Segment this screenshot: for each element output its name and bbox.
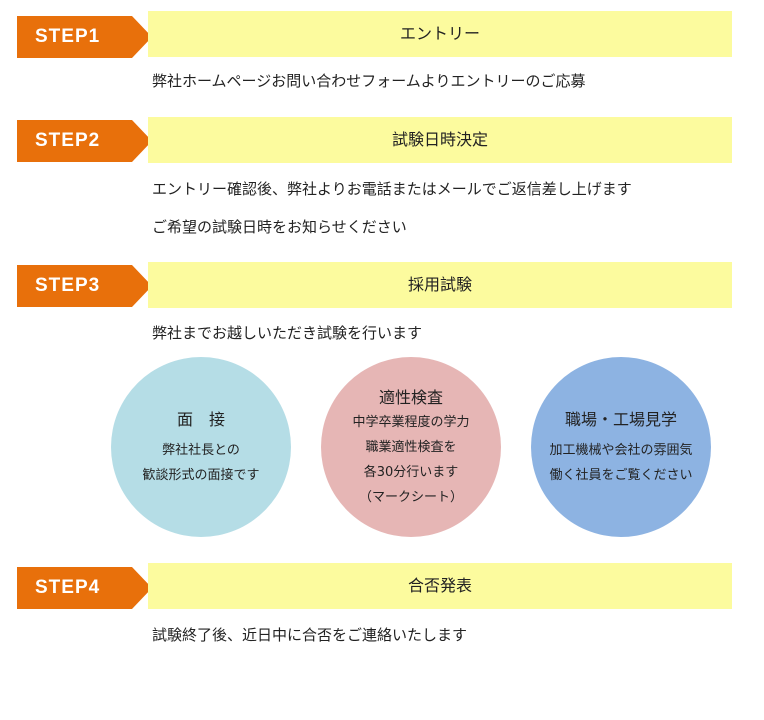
step2-description-line1: エントリー確認後、弊社よりお電話またはメールでご返信差し上げます — [152, 180, 632, 198]
workplace-tour-line: 加工機械や会社の雰囲気 — [549, 443, 693, 458]
step2-badge: STEP2 — [17, 120, 152, 162]
aptitude-test-line: （マークシート） — [358, 490, 463, 505]
step4-title: 合否発表 — [148, 563, 732, 609]
aptitude-test-title: 適性検査 — [378, 388, 443, 407]
step4-badge: STEP4 — [17, 567, 152, 609]
aptitude-test-line: 中学卒業程度の学力 — [352, 415, 470, 430]
step3-badge: STEP3 — [17, 265, 152, 307]
interview-line: 歓談形式の面接です — [142, 468, 260, 483]
aptitude-test-line: 各30分行います — [363, 465, 459, 480]
step3-description: 弊社までお越しいただき試験を行います — [152, 324, 423, 342]
step3-title: 採用試験 — [148, 262, 732, 308]
aptitude-test-circle: 適性検査 中学卒業程度の学力 職業適性検査を 各30分行います （マークシート） — [321, 357, 501, 537]
interview-line: 弊社社長との — [162, 443, 240, 458]
interview-circle: 面 接 弊社社長との 歓談形式の面接です — [111, 357, 291, 537]
workplace-tour-circle: 職場・工場見学 加工機械や会社の雰囲気 働く社員をご覧ください — [531, 357, 711, 537]
step4-description: 試験終了後、近日中に合否をご連絡いたします — [152, 626, 468, 644]
step1-description: 弊社ホームページお問い合わせフォームよりエントリーのご応募 — [152, 72, 586, 90]
workplace-tour-title: 職場・工場見学 — [564, 410, 677, 429]
step1-badge: STEP1 — [17, 16, 152, 58]
step2-title: 試験日時決定 — [148, 117, 732, 163]
step1-title: エントリー — [148, 11, 732, 57]
aptitude-test-line: 職業適性検査を — [365, 440, 457, 455]
workplace-tour-line: 働く社員をご覧ください — [549, 468, 693, 483]
interview-title: 面 接 — [176, 410, 225, 429]
step2-description-line2: ご希望の試験日時をお知らせください — [152, 218, 407, 236]
